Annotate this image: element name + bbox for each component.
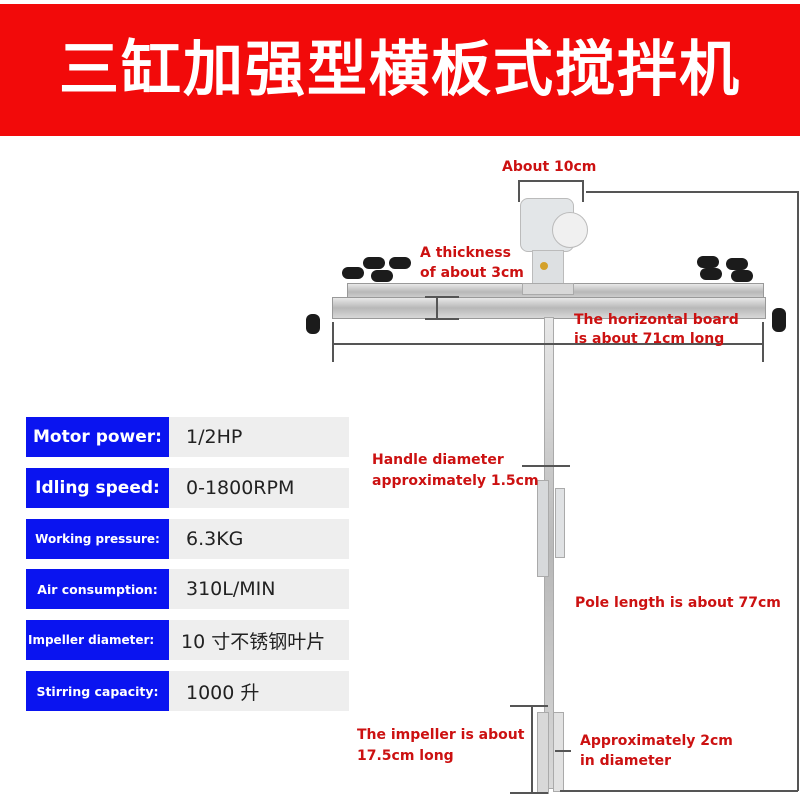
spec-label: Working pressure: [26,519,169,559]
spec-label: Idling speed: [26,468,169,508]
dimension-line [510,705,548,707]
spec-value: 10 寸不锈钢叶片 [169,620,349,660]
clamp-knob-icon [363,257,385,269]
clamp-knob-icon [342,267,364,279]
spec-row-impeller-diameter: Impeller diameter: 10 寸不锈钢叶片 [26,620,349,660]
spec-value: 1000 升 [169,671,349,711]
spec-value: 6.3KG [169,519,349,559]
clamp-knob-icon [700,268,722,280]
clamp-knob-icon [731,270,753,282]
dimension-line [555,750,571,752]
spec-row-motor-power: Motor power: 1/2HP [26,417,349,457]
dimension-line [797,191,799,791]
spec-value: 0-1800RPM [169,468,349,508]
annotation-thickness-2: of about 3cm [420,265,524,281]
annotation-thickness-1: A thickness [420,245,511,261]
dimension-line [518,180,584,182]
annotation-board-1: The horizontal board [574,312,739,328]
spec-label: Stirring capacity: [26,671,169,711]
dimension-line [531,705,533,793]
air-valve-icon [540,262,548,270]
clamp-knob-icon [306,314,320,334]
spec-value: 1/2HP [169,417,349,457]
spec-row-air-consumption: Air consumption: 310L/MIN [26,569,349,609]
product-title: 三缸加强型横板式搅拌机 [59,35,741,105]
motor-base [522,283,574,295]
dimension-line [425,318,459,320]
spec-label: Air consumption: [26,569,169,609]
dimension-line [510,792,548,794]
clamp-knob-icon [389,257,411,269]
clamp-knob-icon [726,258,748,270]
folding-handle-blade [555,488,565,558]
dimension-line [560,790,798,792]
dimension-line [582,180,584,202]
dimension-line [762,322,764,362]
spec-value: 310L/MIN [169,569,349,609]
annotation-handle-1: Handle diameter [372,452,504,468]
annotation-blade-2: in diameter [580,753,672,769]
impeller-blade [537,712,549,794]
folding-handle [537,480,549,577]
dimension-line [332,343,764,345]
spec-row-working-pressure: Working pressure: 6.3KG [26,519,349,559]
annotation-impeller-2: 17.5cm long [357,748,454,764]
dimension-line [518,180,520,202]
annotation-blade-1: Approximately 2cm [580,733,733,749]
clamp-knob-icon [371,270,393,282]
dimension-line [332,322,334,362]
clamp-knob-icon [772,308,786,332]
spec-label: Motor power: [26,417,169,457]
title-banner: 三缸加强型横板式搅拌机 [0,4,800,136]
annotation-motor-width: About 10cm [502,159,597,175]
annotation-handle-2: approximately 1.5cm [372,473,539,489]
dimension-line [436,296,438,318]
motor-cap [552,212,588,248]
spec-label: Impeller diameter: [26,620,171,660]
dimension-line [425,296,459,298]
spec-row-stirring-capacity: Stirring capacity: 1000 升 [26,671,349,711]
spec-row-idling-speed: Idling speed: 0-1800RPM [26,468,349,508]
clamp-knob-icon [697,256,719,268]
annotation-impeller-1: The impeller is about [357,727,525,743]
impeller-blade [553,712,564,792]
dimension-line [522,465,570,467]
annotation-board-2: is about 71cm long [574,331,725,347]
annotation-pole-length: Pole length is about 77cm [575,595,781,611]
dimension-line [586,191,798,193]
